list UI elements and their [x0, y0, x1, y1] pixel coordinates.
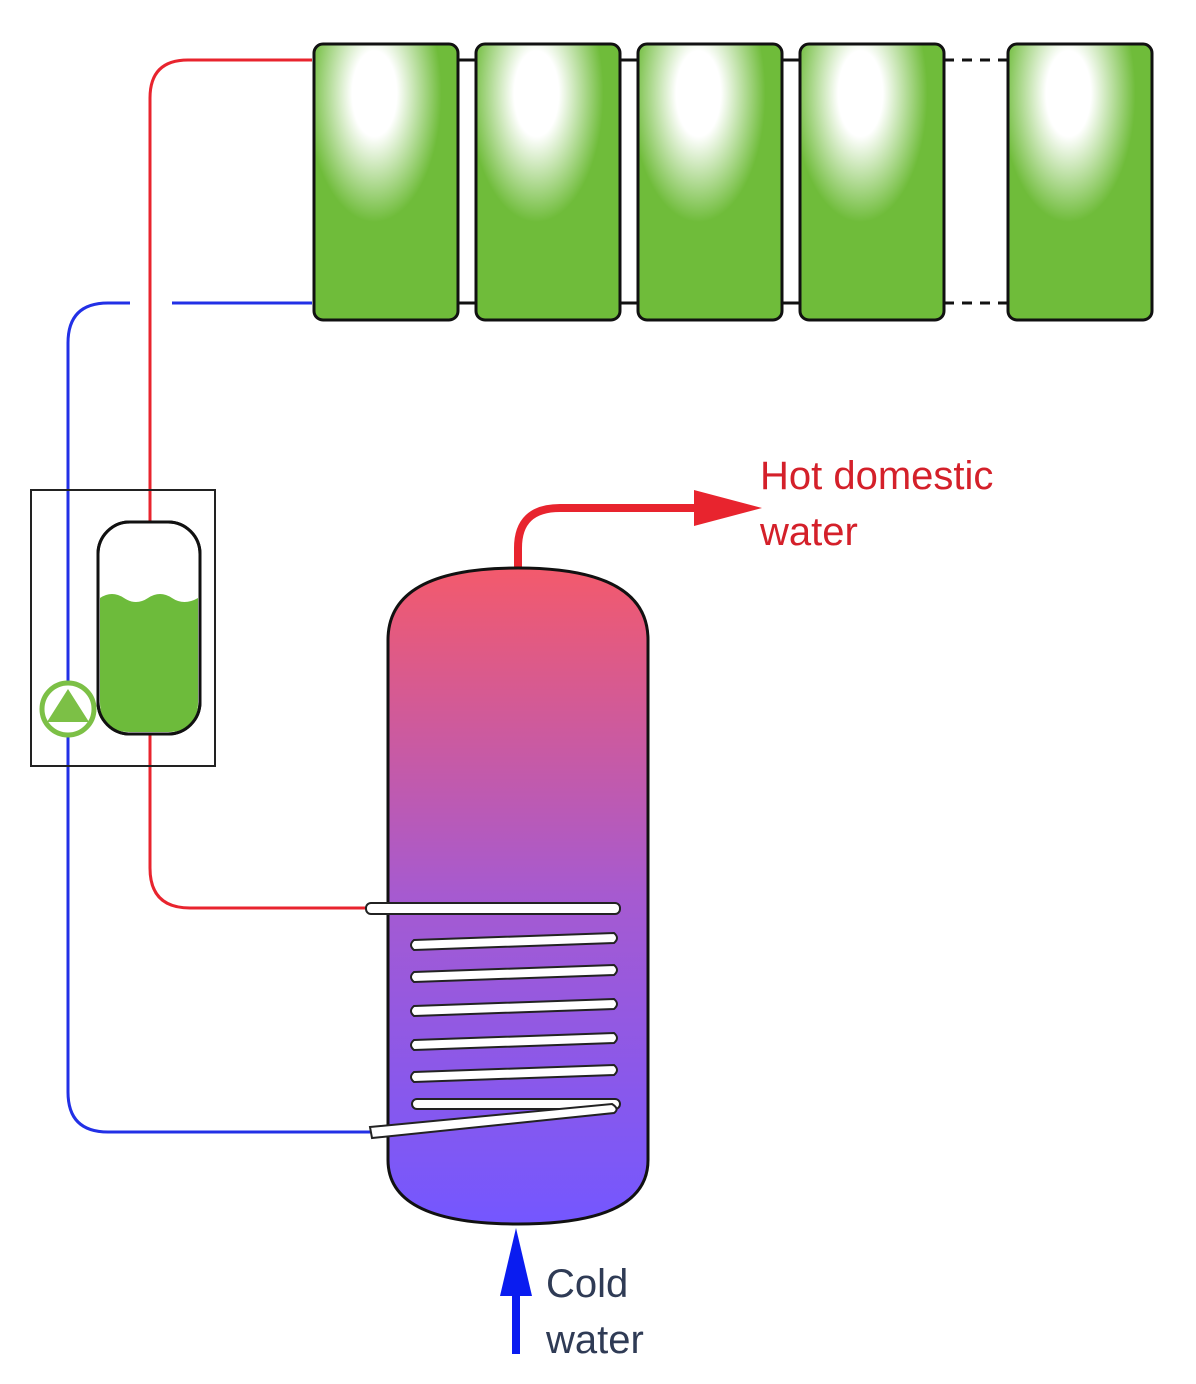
hot-water-outlet-pipe: [514, 504, 700, 572]
heat-exchanger-coil: [365, 902, 621, 1140]
pump-icon: [39, 680, 97, 738]
arrow-up-icon: [500, 1228, 532, 1296]
cold-label-line2: water: [546, 1318, 644, 1362]
cold-label-line1: Cold: [546, 1262, 629, 1306]
solar-collector-array: [312, 42, 1154, 322]
storage-tank: [386, 566, 650, 1226]
solar-collector-panel: [312, 42, 460, 322]
hot-flow-pipe: [148, 58, 312, 523]
hot-flow-pipe-lower: [148, 735, 370, 910]
hot-label-line2: water: [760, 510, 858, 554]
solar-collector-panel: [1006, 42, 1154, 322]
arrow-right-icon: [694, 490, 762, 526]
solar-collector-panel: [474, 42, 622, 322]
pump-station-box: [30, 489, 216, 767]
cold-water-label: Cold water: [546, 1256, 644, 1368]
panel-connectors: [458, 58, 800, 305]
panel-connectors-dashed: [944, 58, 1008, 305]
hot-label-line1: Hot domestic: [760, 454, 994, 498]
solar-collector-panel: [798, 42, 946, 322]
expansion-vessel: [96, 520, 202, 736]
hot-domestic-water-label: Hot domestic water: [760, 448, 993, 560]
vessel-fluid: [100, 594, 198, 732]
solar-collector-panel: [636, 42, 784, 322]
